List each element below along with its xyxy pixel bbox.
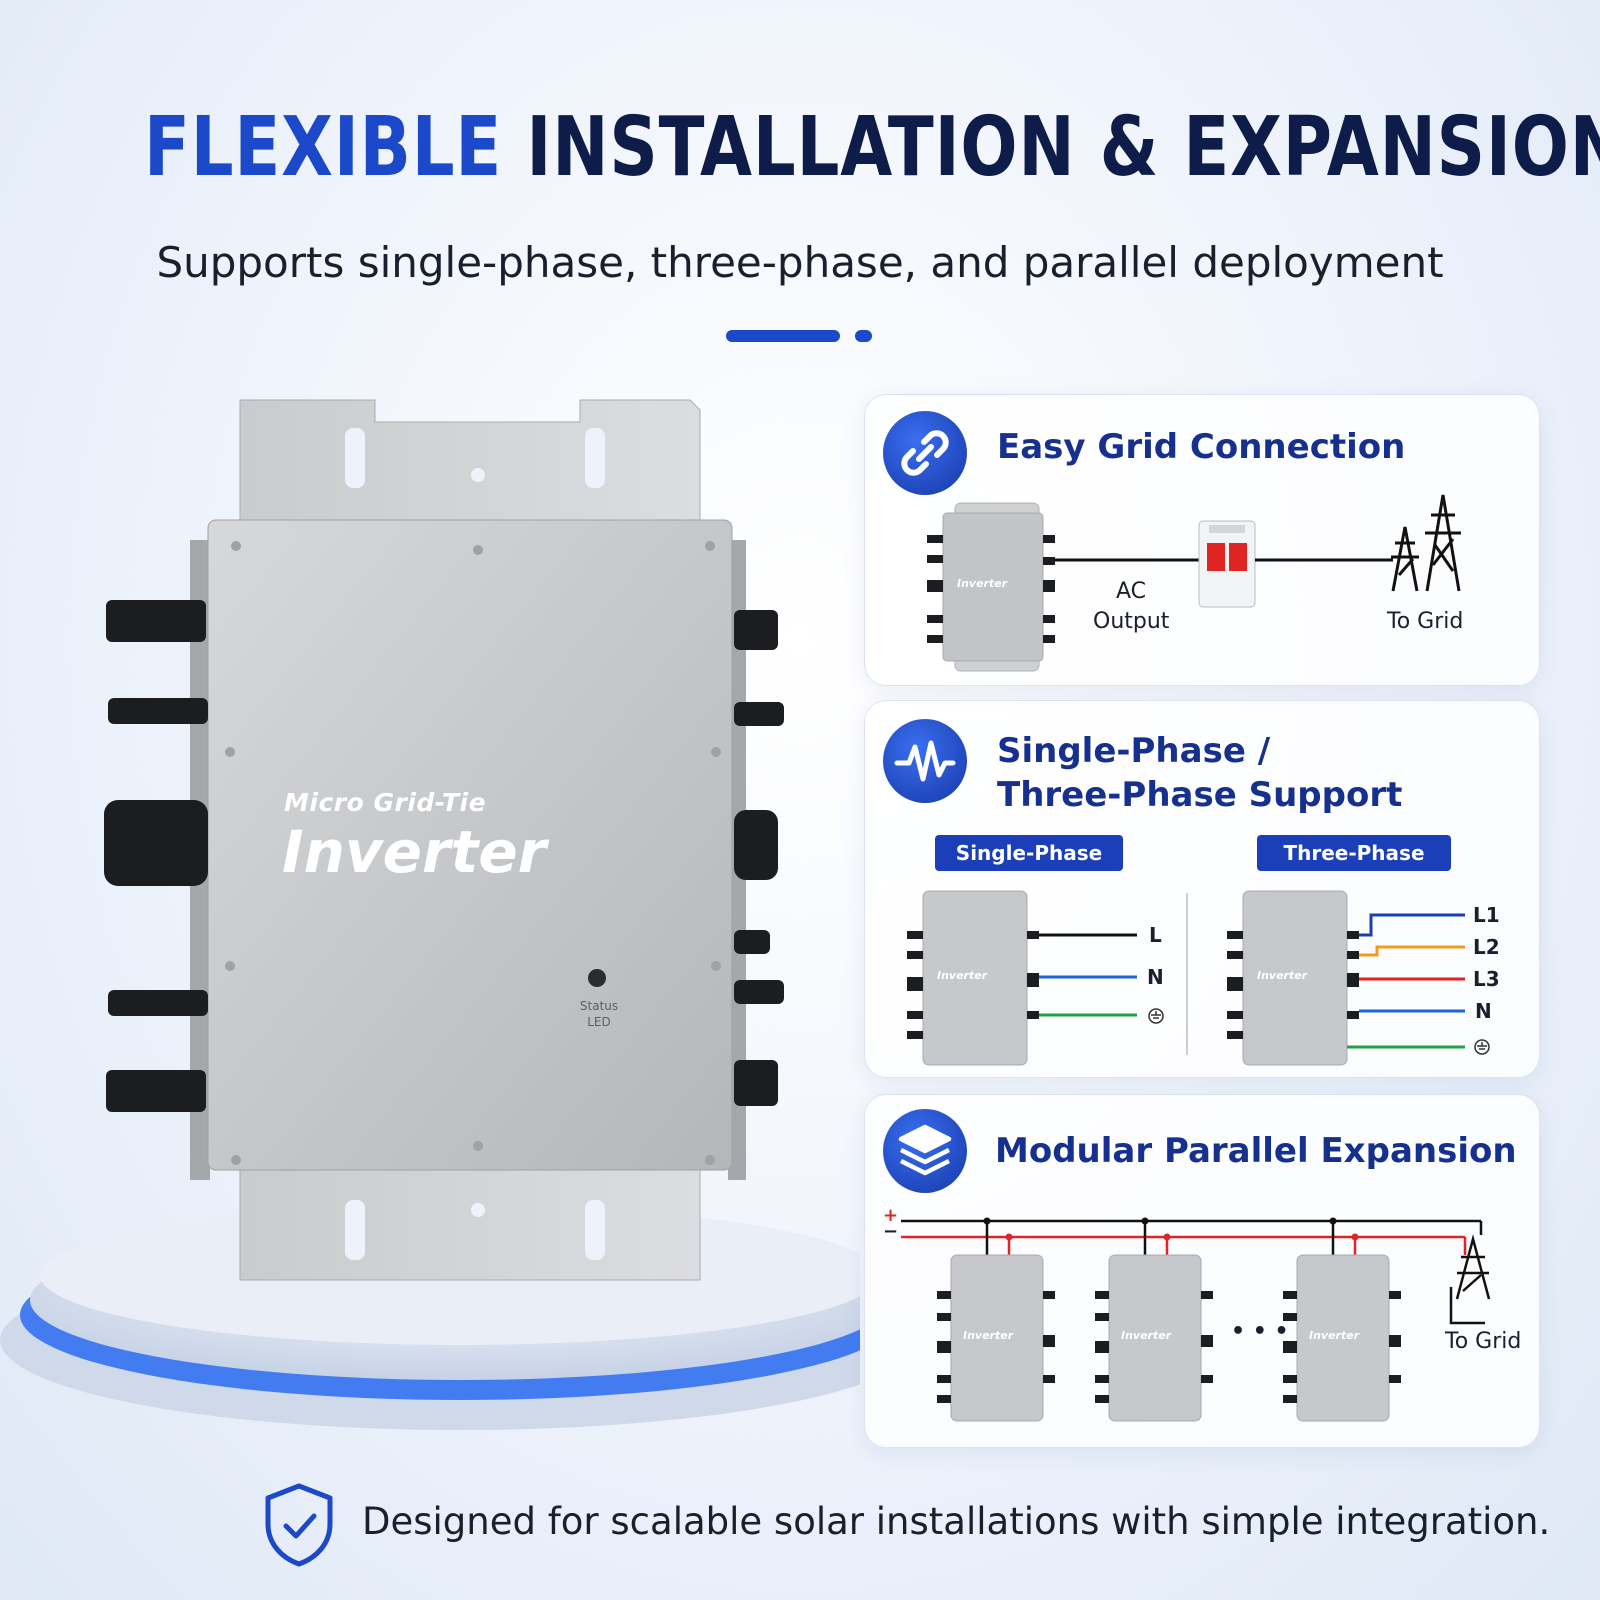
to-grid-label: To Grid xyxy=(1387,609,1464,634)
plus-label: + xyxy=(883,1205,899,1226)
minus-label: − xyxy=(883,1221,899,1242)
product-label-small: Micro Grid-Tie xyxy=(284,788,487,817)
card-parallel-title: Modular Parallel Expansion xyxy=(995,1131,1517,1171)
three-phase-badge: Three-Phase xyxy=(1257,835,1451,871)
wire-label-l: L xyxy=(1149,923,1162,947)
link-icon xyxy=(883,411,967,495)
phase-wiring-diagram: Inverter Inverter xyxy=(907,890,1490,1066)
grid-connection-diagram: Inverter xyxy=(927,494,1461,672)
ellipsis-label: • • • xyxy=(1231,1319,1289,1344)
circuit-breaker-icon xyxy=(1198,520,1256,608)
parallel-to-grid-label: To Grid xyxy=(1445,1329,1522,1354)
parallel-inverter-3: Inverter xyxy=(1283,1254,1401,1422)
waveform-icon xyxy=(883,719,967,803)
page-subtitle: Supports single-phase, three-phase, and … xyxy=(156,238,1444,287)
ground-icon xyxy=(1148,1008,1164,1024)
product-label-large: Inverter xyxy=(282,818,547,886)
right-connectors xyxy=(734,610,784,1106)
wire-label-n3: N xyxy=(1475,999,1492,1023)
ac-output-label-1: AC xyxy=(1116,579,1147,604)
footer-text: Designed for scalable solar installation… xyxy=(362,1500,1551,1543)
wire-label-l1: L1 xyxy=(1473,903,1500,927)
card-grid-connection: Easy Grid Connection Inverter AC Output … xyxy=(864,394,1540,686)
left-connectors xyxy=(104,600,208,1112)
title-accent: FLEXIBLE xyxy=(144,100,503,195)
status-led-label: Status LED xyxy=(579,999,619,1029)
ac-output-label-2: Output xyxy=(1093,609,1170,634)
svg-text:Inverter: Inverter xyxy=(1121,1329,1172,1342)
three-phase-inverter: Inverter xyxy=(1227,890,1359,1066)
card-phase-title-1: Single-Phase / xyxy=(997,731,1271,771)
title-divider-dot xyxy=(855,330,872,342)
page-title: FLEXIBLE INSTALLATION & EXPANSION xyxy=(144,100,1600,195)
card-grid-title: Easy Grid Connection xyxy=(997,427,1406,467)
single-phase-badge: Single-Phase xyxy=(935,835,1123,871)
wire-label-n: N xyxy=(1147,965,1164,989)
title-divider xyxy=(726,330,840,342)
parallel-inverter-1: Inverter xyxy=(937,1254,1055,1422)
svg-text:Inverter: Inverter xyxy=(957,577,1008,590)
layers-icon xyxy=(883,1109,967,1193)
status-led xyxy=(588,969,606,987)
body-screws xyxy=(225,541,721,1165)
ground-icon xyxy=(1474,1039,1490,1055)
title-rest: INSTALLATION & EXPANSION xyxy=(526,100,1600,195)
mini-inverter: Inverter xyxy=(927,502,1055,672)
wire-label-l2: L2 xyxy=(1473,935,1500,959)
single-phase-inverter: Inverter xyxy=(907,890,1039,1066)
card-phase-support: Single-Phase / Three-Phase Support Singl… xyxy=(864,700,1540,1078)
power-tower-icon xyxy=(1391,494,1461,592)
wire-label-l3: L3 xyxy=(1473,967,1500,991)
shield-check-icon xyxy=(265,1483,333,1567)
svg-text:Inverter: Inverter xyxy=(937,969,988,982)
parallel-inverter-2: Inverter xyxy=(1095,1254,1213,1422)
hero-illustration xyxy=(0,399,860,1430)
card-phase-title-2: Three-Phase Support xyxy=(997,775,1403,815)
svg-text:Inverter: Inverter xyxy=(963,1329,1014,1342)
power-tower-icon xyxy=(1455,1234,1491,1300)
parallel-wiring-diagram: Inverter Inverter Inverter xyxy=(901,1217,1491,1422)
card-parallel-expansion: Modular Parallel Expansion Inverter Inve… xyxy=(864,1094,1540,1448)
svg-text:Inverter: Inverter xyxy=(1257,969,1308,982)
svg-text:Inverter: Inverter xyxy=(1309,1329,1360,1342)
